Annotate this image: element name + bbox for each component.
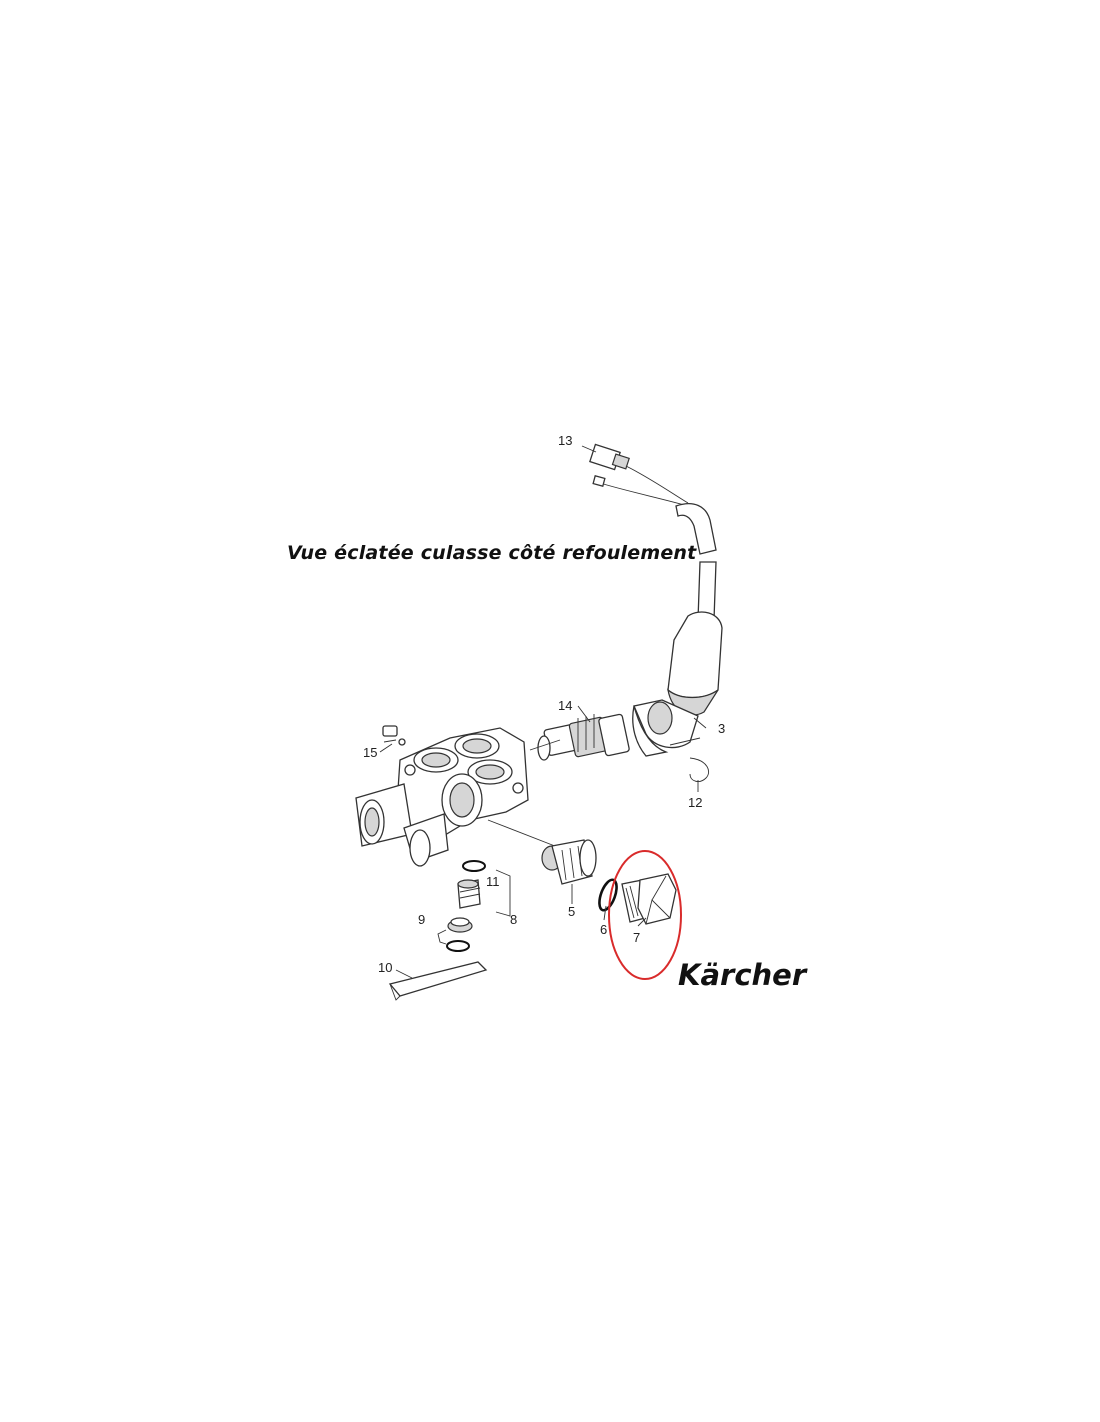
- part-9-valve-seat: [446, 917, 473, 952]
- callout-9: 9: [418, 912, 425, 927]
- leader-7: [637, 917, 647, 927]
- part-7-plug-screw: [621, 873, 677, 925]
- part-6-o-ring: [598, 878, 618, 912]
- part-13-connector: [589, 443, 689, 507]
- callout-14: 14: [558, 698, 572, 713]
- brand-label: Kärcher: [678, 958, 807, 992]
- leader-15: [379, 743, 393, 753]
- part-5-check-valve: [541, 839, 597, 885]
- callout-15: 15: [363, 745, 377, 760]
- leader-bracket-8: [495, 869, 511, 917]
- callout-3: 3: [718, 721, 725, 736]
- leader-3: [693, 717, 707, 729]
- leader-housing-to-5: [487, 819, 561, 849]
- callout-10: 10: [378, 960, 392, 975]
- cylinder-head-housing: [355, 727, 529, 867]
- leader-bracket-9: [437, 929, 447, 945]
- diagram-title: Vue éclatée culasse côté refoulement: [287, 542, 697, 564]
- part-10-tool-strip: [388, 961, 488, 1001]
- callout-7: 7: [633, 930, 640, 945]
- leader-13: [581, 445, 597, 453]
- leader-6: [603, 905, 607, 921]
- part-15-screw: [382, 725, 406, 746]
- part-11-o-ring: [462, 860, 486, 872]
- callout-6: 6: [600, 922, 607, 937]
- part-3-sensor-hose: [632, 503, 723, 757]
- part-14-valve-cartridge: [537, 713, 630, 761]
- part-12-clip: [669, 737, 710, 782]
- callout-13: 13: [558, 433, 572, 448]
- leader-14-to-housing: [529, 739, 561, 751]
- callout-12: 12: [688, 795, 702, 810]
- callout-8: 8: [510, 912, 517, 927]
- callout-11: 11: [486, 874, 500, 889]
- leader-14: [577, 705, 591, 723]
- callout-5: 5: [568, 904, 575, 919]
- leader-10: [395, 969, 413, 979]
- part-8-valve-insert: [457, 879, 481, 909]
- highlight-circle: [608, 850, 682, 980]
